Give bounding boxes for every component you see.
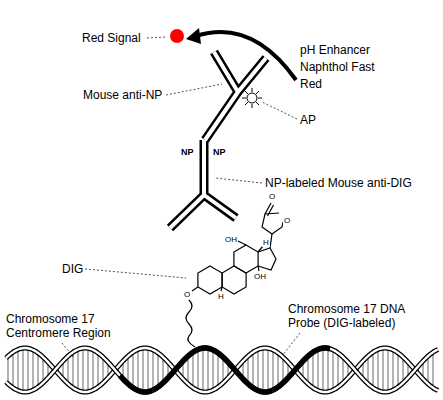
dna-strand-fill	[330, 349, 438, 392]
reagent-list: pH Enhancer Naphthol Fast Red	[300, 42, 378, 93]
atom-label: OH	[224, 235, 238, 244]
enzyme-label: AP	[300, 113, 316, 127]
region-label: Chromosome 17 Centromere Region	[6, 312, 118, 340]
arrow-head	[186, 28, 201, 44]
signal-label: Red Signal	[82, 31, 141, 45]
atom-label: O	[283, 216, 291, 225]
digoxigenin-structure	[186, 203, 283, 347]
atom-label: OH	[253, 272, 267, 281]
dna-double-helix	[6, 348, 438, 392]
red-signal-dot	[170, 29, 184, 43]
atom-label: O	[183, 290, 191, 299]
hapten-label: NP	[181, 147, 194, 157]
probe-strand	[120, 348, 330, 392]
dna-strand-fill	[6, 348, 438, 392]
leader-lines	[62, 37, 300, 358]
atom-label: H	[217, 292, 225, 301]
dna-strand-fill	[6, 348, 120, 392]
hapten-label: DIG	[62, 262, 83, 276]
dna-strand	[6, 348, 438, 392]
antibody-label: NP-labeled Mouse anti-DIG	[265, 176, 412, 190]
probe-label: Chromosome 17 DNA Probe (DIG-labeled)	[288, 302, 428, 330]
antibodies	[170, 52, 266, 228]
antibody-label: Mouse anti-NP	[83, 88, 162, 102]
ap-enzyme-star	[242, 88, 262, 108]
atom-label: H	[262, 238, 270, 247]
hapten-label: NP	[213, 147, 226, 157]
atom-label: O	[268, 192, 276, 201]
dna-strand	[6, 348, 438, 392]
reaction-arrow	[196, 32, 296, 80]
